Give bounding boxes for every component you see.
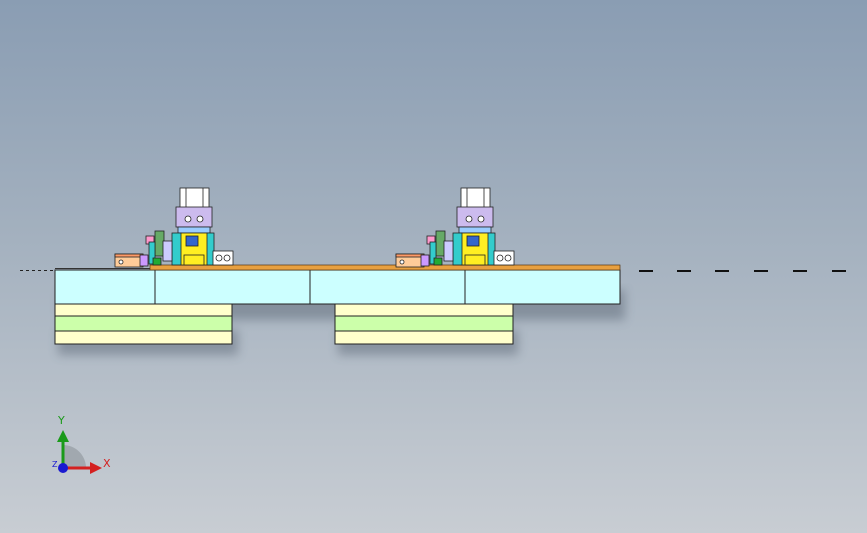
coordinate-triad xyxy=(57,430,102,474)
punch-station-2[interactable] xyxy=(395,187,515,268)
x-axis-arrowhead xyxy=(90,462,102,474)
y-axis-label: Y xyxy=(58,414,65,427)
triad-arc xyxy=(63,445,86,468)
z-axis-dot xyxy=(58,463,68,473)
support-block-left[interactable] xyxy=(54,303,233,345)
punch-station-1[interactable] xyxy=(114,187,234,268)
z-axis-label: Z xyxy=(52,460,58,469)
x-axis-label: X xyxy=(103,457,111,470)
y-axis-arrowhead xyxy=(57,430,69,442)
base-plate[interactable] xyxy=(54,269,621,305)
orange-strip[interactable] xyxy=(149,264,621,271)
support-block-right[interactable] xyxy=(334,303,514,345)
